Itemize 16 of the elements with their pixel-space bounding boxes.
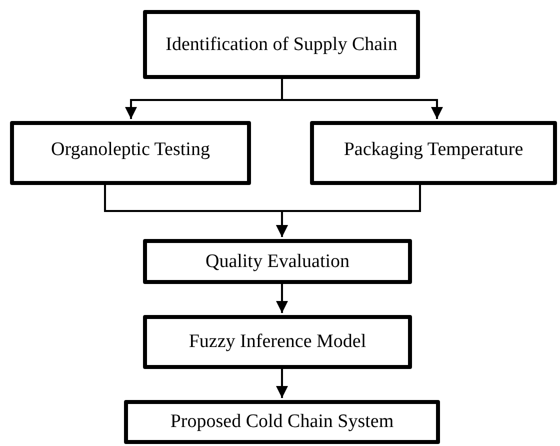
process-box: [143, 10, 420, 79]
box-label: Organoleptic Testing: [51, 138, 210, 162]
connector-arrow: [276, 185, 421, 237]
connector-arrow: [281, 79, 443, 119]
box-label: Proposed Cold Chain System: [170, 410, 394, 434]
box-label: Packaging Temperature: [344, 138, 524, 162]
process-box: [143, 239, 412, 284]
box-label: Fuzzy Inference Model: [188, 330, 366, 354]
process-box: [10, 121, 251, 185]
box-label: Quality Evaluation: [205, 250, 350, 274]
connector-arrow: [276, 369, 288, 398]
process-box: [310, 121, 557, 185]
process-box: [124, 400, 440, 444]
process-box: [143, 315, 412, 369]
box-label: Identification of Supply Chain: [166, 32, 398, 56]
connector-arrow: [276, 284, 288, 313]
